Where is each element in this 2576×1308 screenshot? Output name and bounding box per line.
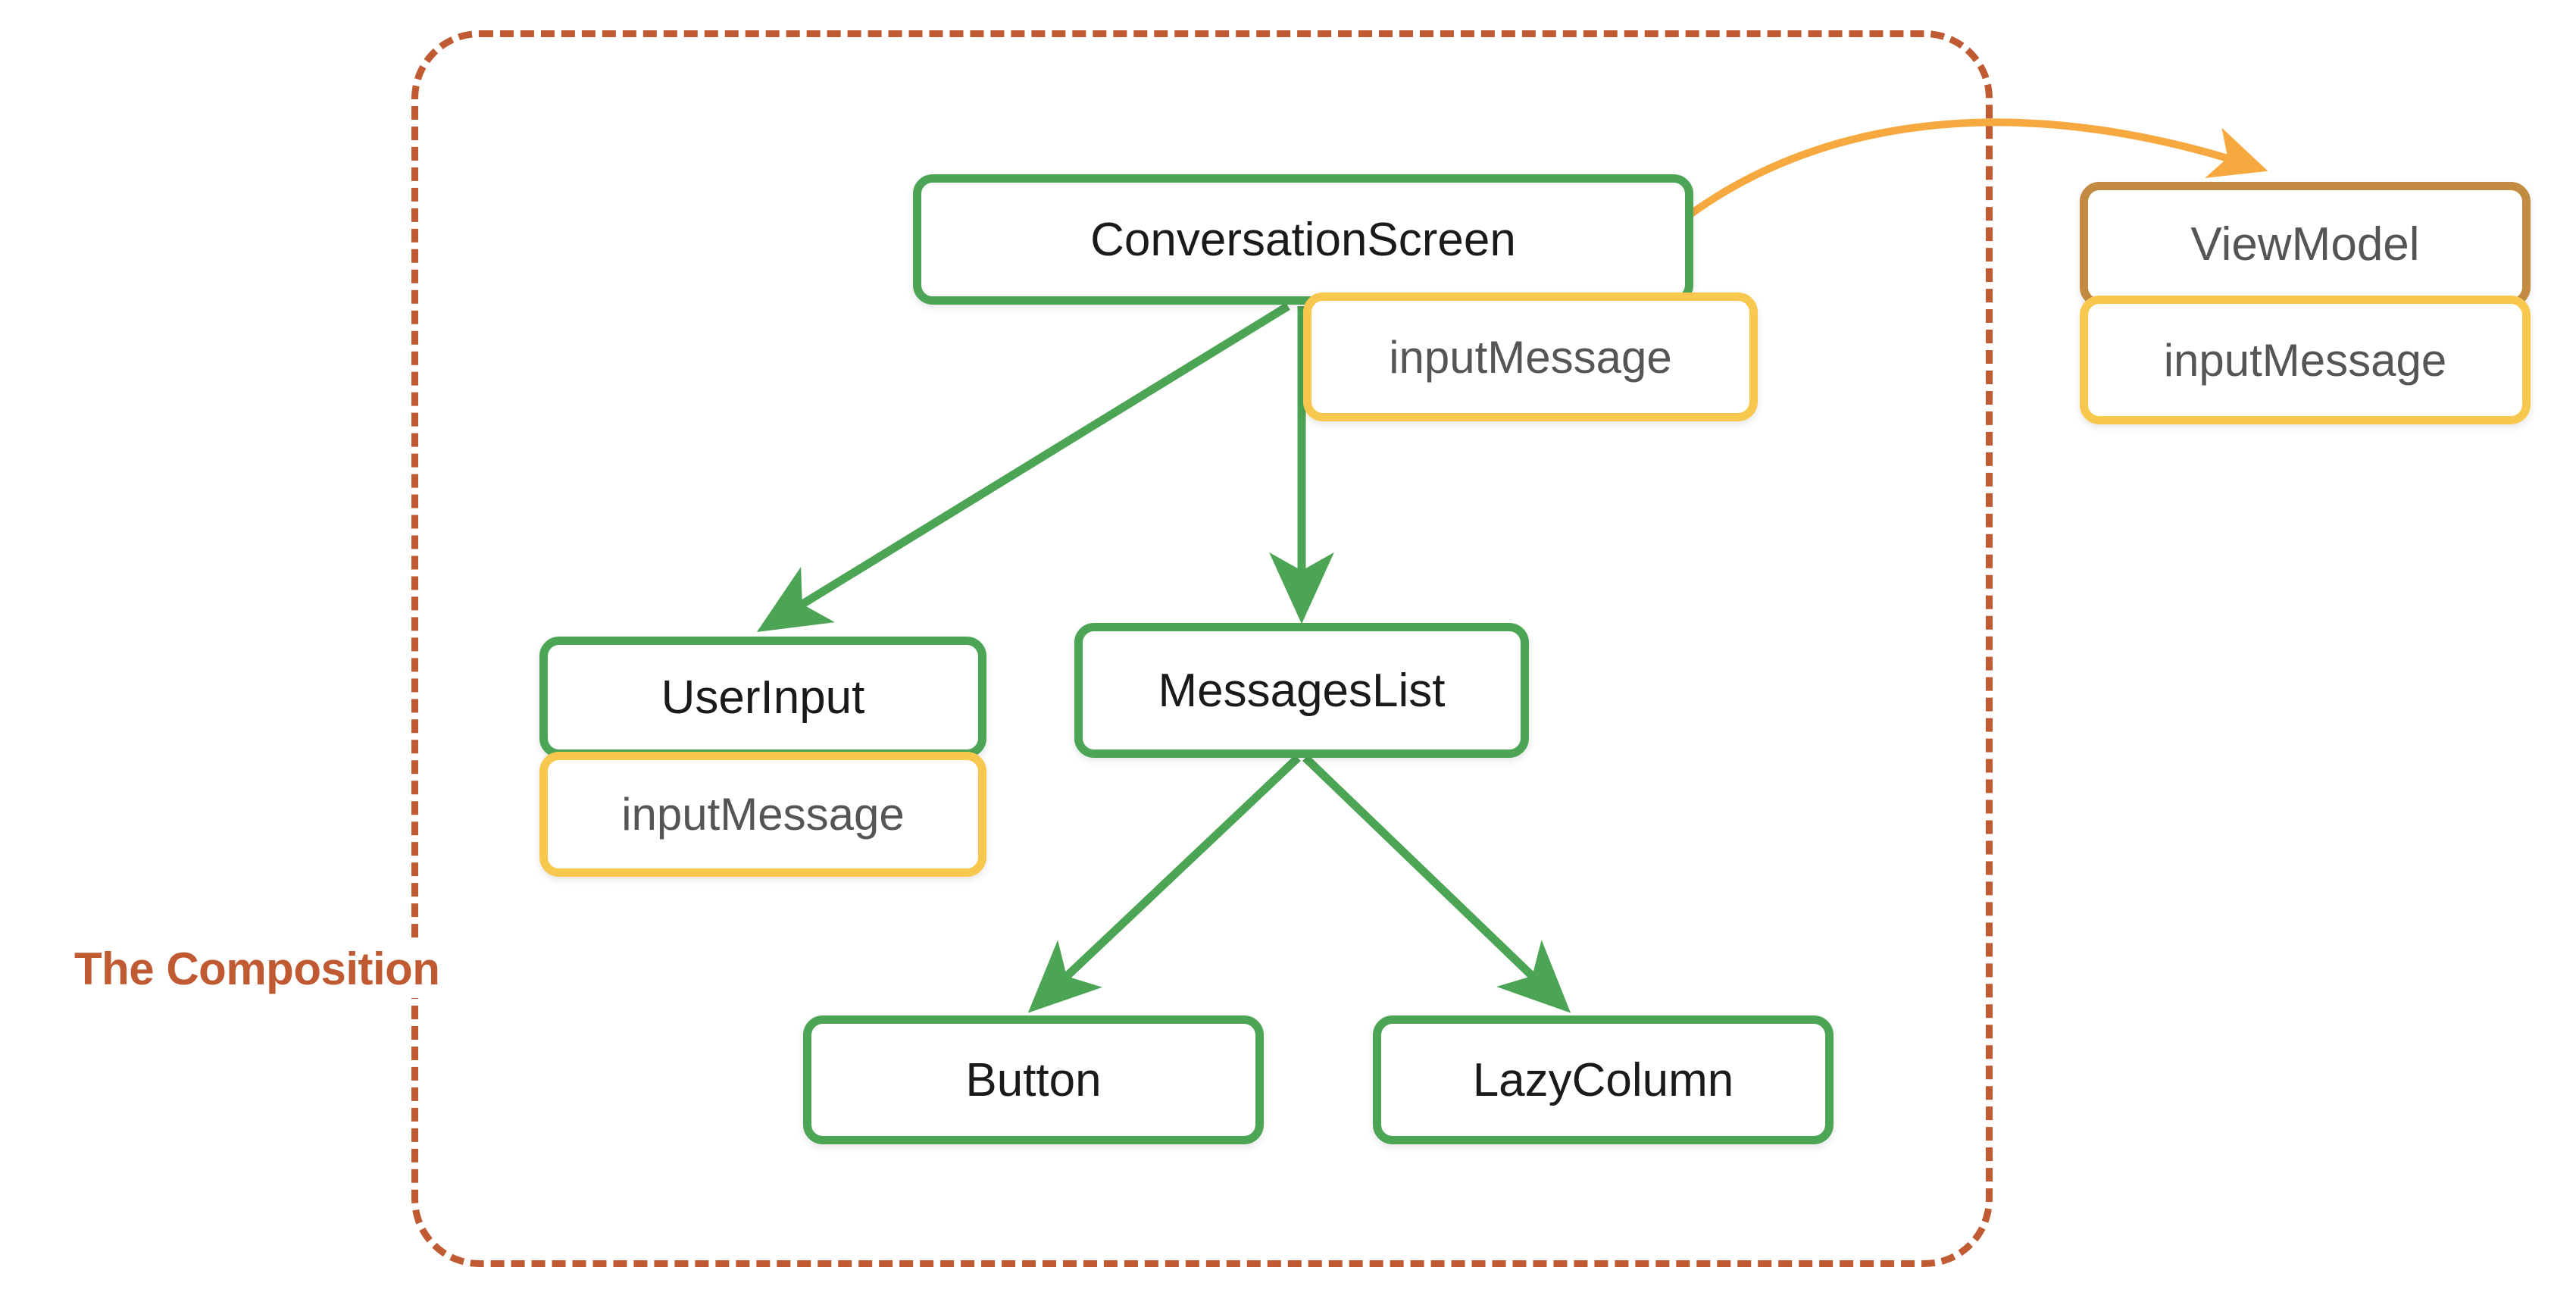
node-label: inputMessage — [621, 789, 905, 840]
node-label: ConversationScreen — [1090, 213, 1516, 266]
node-label: ViewModel — [2190, 218, 2420, 271]
composition-boundary — [411, 30, 1993, 1267]
node-messages-list[interactable]: MessagesList — [1074, 623, 1529, 758]
node-user-input-state[interactable]: inputMessage — [539, 752, 986, 877]
node-lazy-column[interactable]: LazyColumn — [1373, 1015, 1834, 1144]
node-user-input[interactable]: UserInput — [539, 637, 986, 758]
node-view-model-state[interactable]: inputMessage — [2080, 296, 2531, 424]
node-view-model[interactable]: ViewModel — [2080, 182, 2531, 307]
node-conversation-screen[interactable]: ConversationScreen — [913, 174, 1693, 305]
node-conversation-screen-state[interactable]: inputMessage — [1303, 293, 1758, 421]
node-label: inputMessage — [2163, 334, 2447, 386]
node-label: Button — [965, 1053, 1102, 1106]
node-label: UserInput — [661, 671, 865, 724]
node-button[interactable]: Button — [803, 1015, 1264, 1144]
node-label: LazyColumn — [1472, 1053, 1734, 1106]
node-label: inputMessage — [1389, 331, 1672, 383]
node-label: MessagesList — [1158, 664, 1446, 717]
composition-boundary-label: The Composition — [67, 940, 448, 998]
